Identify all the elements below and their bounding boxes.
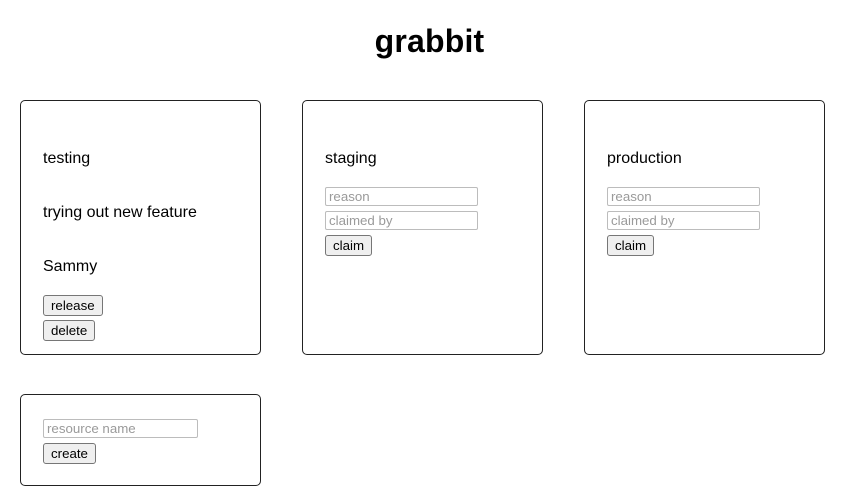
- spacer: [43, 101, 238, 149]
- resource-card-body: testing trying out new feature Sammy rel…: [43, 101, 238, 341]
- reason-input-staging[interactable]: [325, 187, 478, 206]
- resource-claimed-by-testing: Sammy: [43, 258, 98, 275]
- create-button[interactable]: create: [43, 443, 96, 464]
- claimed-by-input-production[interactable]: [607, 211, 760, 230]
- resource-name-staging: staging: [325, 150, 377, 167]
- spacer: [43, 222, 238, 257]
- resource-card-body: staging claim: [325, 101, 520, 256]
- resource-name-production: production: [607, 150, 682, 167]
- page-title: grabbit: [374, 23, 485, 59]
- create-resource-form: create: [43, 395, 238, 464]
- reason-input-production[interactable]: [607, 187, 760, 206]
- resource-name-input[interactable]: [43, 419, 198, 438]
- claimed-by-input-staging[interactable]: [325, 211, 478, 230]
- spacer: [325, 101, 520, 149]
- resource-card-row: testing trying out new feature Sammy rel…: [20, 100, 840, 355]
- claim-button-staging[interactable]: claim: [325, 235, 373, 256]
- spacer: [607, 168, 802, 187]
- spacer: [43, 276, 238, 295]
- resource-card-staging: staging claim: [302, 100, 543, 355]
- spacer: [607, 101, 802, 149]
- resource-card-body: production claim: [607, 101, 802, 256]
- spacer: [325, 168, 520, 187]
- resource-reason-testing: trying out new feature: [43, 204, 197, 221]
- resource-name-testing: testing: [43, 150, 91, 167]
- claim-button-production[interactable]: claim: [607, 235, 655, 256]
- resource-card-testing: testing trying out new feature Sammy rel…: [20, 100, 261, 355]
- resource-card-production: production claim: [584, 100, 825, 355]
- create-resource-card: create: [20, 394, 261, 486]
- release-button-testing[interactable]: release: [43, 295, 103, 316]
- spacer: [43, 168, 238, 203]
- resource-board: testing trying out new feature Sammy rel…: [20, 100, 840, 355]
- delete-button-testing[interactable]: delete: [43, 320, 96, 341]
